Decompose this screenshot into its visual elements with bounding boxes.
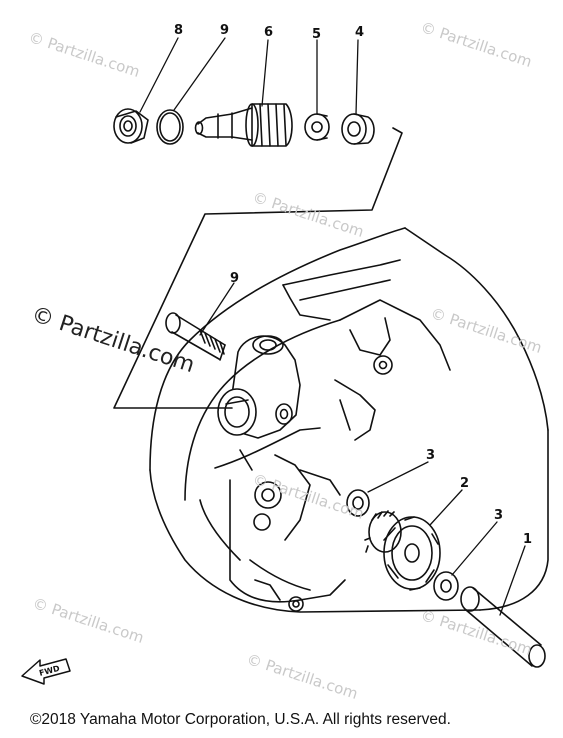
callout-9: 9 xyxy=(230,271,239,286)
forward-arrow-icon: FWD xyxy=(21,658,71,685)
washer-part-3-lower xyxy=(433,571,459,601)
washer-part-5 xyxy=(304,113,330,141)
callout-3-upper: 3 xyxy=(426,448,435,463)
callout-7: 9 xyxy=(220,23,229,38)
leader-lines xyxy=(139,37,526,616)
callout-1: 1 xyxy=(523,532,532,547)
callout-5: 5 xyxy=(312,27,321,42)
callout-8: 8 xyxy=(174,23,183,38)
pin-part-1 xyxy=(460,586,546,668)
bushing-part-4 xyxy=(341,113,375,145)
reference-box-outline xyxy=(113,127,403,409)
crankcase-cover xyxy=(149,227,549,613)
shaft-housing-boss xyxy=(217,335,301,439)
bolt-part-9 xyxy=(165,312,226,361)
washer-part-3-upper xyxy=(346,489,370,517)
callout-numbers: 8 9 6 5 4 9 3 2 3 1 xyxy=(174,23,532,547)
callout-6: 6 xyxy=(264,25,273,40)
o-ring-part-7 xyxy=(156,109,184,145)
copyright-text: ©2018 Yamaha Motor Corporation, U.S.A. A… xyxy=(30,711,451,728)
drive-gear-part-2 xyxy=(364,510,441,591)
callout-4: 4 xyxy=(355,25,364,40)
callout-3-lower: 3 xyxy=(494,508,503,523)
gear-shaft-part-6 xyxy=(194,103,293,147)
callout-2: 2 xyxy=(460,476,469,491)
oil-seal-part-8 xyxy=(113,108,149,144)
